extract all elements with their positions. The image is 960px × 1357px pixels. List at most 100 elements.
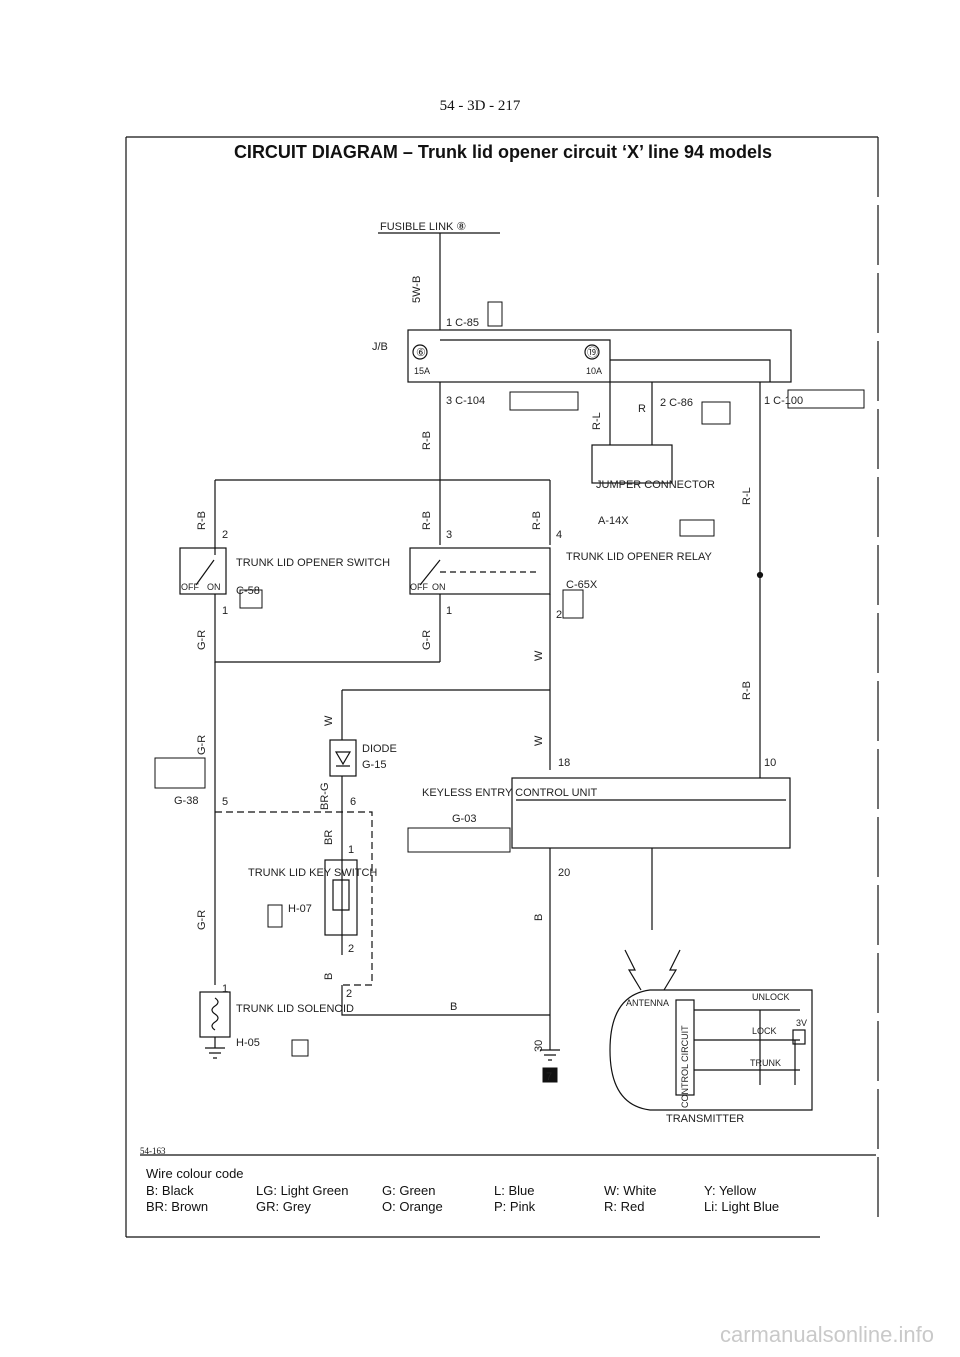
wire-label-gr-low: G-R <box>196 910 208 930</box>
relay-label: TRUNK LID OPENER RELAY <box>566 551 713 563</box>
pin-relay-4: 4 <box>556 529 562 541</box>
wire-label-r-86: R <box>638 403 646 415</box>
legend-entry: LG: Light Green <box>256 1183 349 1198</box>
wire-label-gr-switch: G-R <box>196 630 208 650</box>
wire-label-b-20: B <box>533 914 545 921</box>
legend-entry: R: Red <box>604 1199 645 1214</box>
wire-label-w-diode: W <box>323 715 335 726</box>
ground-ref-icon <box>542 1067 558 1083</box>
connector-g38-icon <box>154 757 206 789</box>
connector-c58-icon <box>239 589 263 609</box>
legend-entry: P: Pink <box>494 1199 536 1214</box>
trunk-label: TRUNK <box>750 1058 781 1068</box>
label-a14x: A-14X <box>598 515 629 527</box>
connector-g03-icon <box>407 827 511 853</box>
transmitter-outline <box>609 989 813 1111</box>
legend-entry: B: Black <box>146 1183 194 1198</box>
diagram-title: CIRCUIT DIAGRAM – Trunk lid opener circu… <box>233 142 773 162</box>
diode-symbol <box>334 751 352 767</box>
legend-entry: L: Blue <box>494 1183 535 1198</box>
fuse-left-rating: 15A <box>414 366 430 376</box>
relay-off-label: OFF <box>410 582 428 592</box>
wire-label-w-relay: W <box>533 650 545 661</box>
radio-wave <box>624 949 681 991</box>
junction-block <box>407 329 792 383</box>
pin-unit-20: 20 <box>558 867 570 879</box>
wire-label-rl-86: R-L <box>591 412 603 430</box>
legend-entry: G: Green <box>382 1183 436 1198</box>
pin-relay-2: 2 <box>556 609 562 621</box>
pin-key-2: 2 <box>348 943 354 955</box>
key-switch-element <box>332 879 350 911</box>
wire-label-rb-main: R-B <box>421 431 433 450</box>
ground-solenoid <box>205 1037 225 1059</box>
watermark: carmanualsonline.info <box>719 1322 934 1347</box>
wire-colour-legend: Wire colour code B: Black LG: Light Gree… <box>146 1166 876 1214</box>
jb-bus <box>440 339 611 382</box>
jumper-link <box>609 430 653 445</box>
wire-label-rb-relay4: R-B <box>531 511 543 530</box>
wire-label-rl-right: R-L <box>741 487 753 505</box>
connector-c100-icon <box>787 389 865 409</box>
key-switch-label: TRUNK LID KEY SWITCH <box>248 867 377 879</box>
jumper-label: JUMPER CONNECTOR <box>596 479 715 491</box>
label-c104: 3 C-104 <box>446 395 485 407</box>
trunk-switch-label: TRUNK LID OPENER SWITCH <box>236 557 390 569</box>
label-g03: G-03 <box>452 813 476 825</box>
transmitter-circuit <box>694 1009 800 1085</box>
wire-label-rb-relay3: R-B <box>421 511 433 530</box>
legend-title: Wire colour code <box>146 1166 244 1181</box>
ground-ref-label: 7 <box>546 1071 552 1083</box>
pin-g38-5: 5 <box>222 796 228 808</box>
diode-box <box>329 739 357 777</box>
jb-inner <box>610 359 771 382</box>
fusible-link-label: FUSIBLE LINK ⑧ <box>380 221 466 233</box>
trunk-switch-box <box>179 547 227 595</box>
figure-code: 54-163 <box>140 1146 166 1156</box>
label-c85: 1 C-85 <box>446 317 479 329</box>
wire-label-b-return: B <box>450 1001 457 1013</box>
connector-h05-icon <box>291 1039 309 1057</box>
label-g15: G-15 <box>362 759 386 771</box>
connector-c104-icon <box>509 391 579 411</box>
wire-label-brg: BR-G <box>319 783 331 811</box>
unlock-label: UNLOCK <box>752 992 790 1002</box>
antenna-label: ANTENNA <box>626 998 669 1008</box>
wire-label-30: 30 <box>533 1040 545 1052</box>
pin-switch-2: 2 <box>222 529 228 541</box>
connector-a14x-icon <box>679 519 715 537</box>
switch-off-label: OFF <box>181 582 199 592</box>
fuse-right-rating: 10A <box>586 366 602 376</box>
label-c58: C-58 <box>236 585 260 597</box>
wire-label-5wb: 5W-B <box>411 276 423 303</box>
fuse-right-number: ⑲ <box>587 346 598 359</box>
pin-solenoid-1: 1 <box>222 983 228 995</box>
relay-on-label: ON <box>432 582 446 592</box>
switch-blade <box>195 559 215 586</box>
pin-g15-6: 6 <box>350 796 356 808</box>
wire-b-return <box>341 985 550 1016</box>
wire-label-rb-right: R-B <box>741 681 753 700</box>
connector-h07-icon <box>267 904 283 928</box>
label-c65x: C-65X <box>566 579 598 591</box>
label-c100: 1 C-100 <box>764 395 803 407</box>
fuse-left-symbol <box>412 344 428 360</box>
wire-label-rb-switch: R-B <box>196 511 208 530</box>
relay-box <box>409 547 551 595</box>
relay-contact <box>419 559 441 586</box>
legend-entry: Y: Yellow <box>704 1183 757 1198</box>
fuse-right-symbol <box>584 344 600 360</box>
splice-point <box>756 571 764 579</box>
legend-entry: W: White <box>604 1183 657 1198</box>
pin-unit-10: 10 <box>764 757 776 769</box>
wire-label-gr-relay: G-R <box>421 630 433 650</box>
page-number: 54 - 3D - 217 <box>439 98 521 114</box>
label-c86: 2 C-86 <box>660 397 693 409</box>
pin-relay-3: 3 <box>446 529 452 541</box>
battery-label: 3V <box>796 1018 807 1028</box>
fuse-left-number: ⑥ <box>416 347 426 359</box>
key-switch-box <box>324 859 358 936</box>
transmitter-label: TRANSMITTER <box>666 1113 744 1125</box>
control-circuit-label: CONTROL CIRCUIT <box>680 1025 690 1108</box>
